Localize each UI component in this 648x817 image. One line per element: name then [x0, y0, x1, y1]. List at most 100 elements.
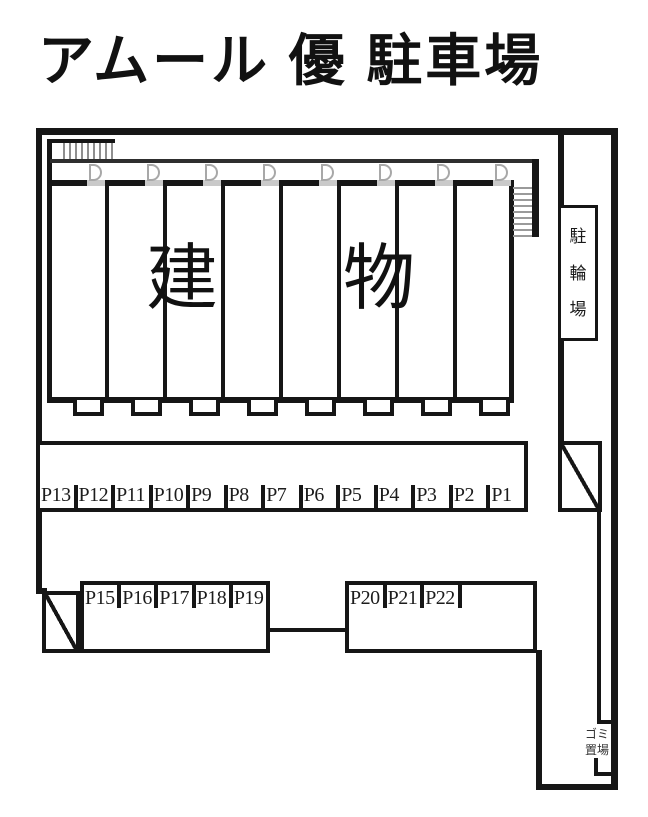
bicycle-parking-area: 駐 輪 場: [558, 205, 598, 341]
parking-spot-p12: P12: [78, 485, 116, 508]
site-wall-left: [36, 128, 42, 594]
unit-divider: [279, 180, 283, 403]
parking-row-2-right: P20 P21 P22: [345, 581, 537, 653]
spot-label: P21: [387, 587, 418, 609]
unit-divider: [163, 180, 167, 403]
parking-spot-p13: P13: [40, 485, 78, 508]
building-label-left: 建: [146, 239, 219, 319]
garbage-label-line1: ゴミ: [584, 727, 609, 741]
parking-row-1: P13 P12 P11 P10 P9 P8 P7 P6 P5 P4 P3 P2 …: [36, 441, 528, 512]
spot-label: P12: [78, 484, 109, 506]
crossed-out-space: [558, 441, 602, 512]
spot-label: P16: [122, 587, 152, 609]
door-opening: [261, 180, 279, 186]
parking-row-2-left: P15 P16 P17 P18 P19: [80, 581, 270, 653]
parking-spot-p18: P18: [196, 585, 233, 608]
spot-label: P17: [159, 587, 190, 609]
unit-divider: [337, 180, 341, 403]
parking-spot-p16: P16: [121, 585, 159, 609]
parking-spot-p2: P2: [453, 485, 491, 508]
spot-label: P11: [116, 484, 145, 506]
parking-spot-p9: P9: [190, 485, 228, 508]
parking-spot-p10: P10: [153, 485, 191, 508]
entrance-stoop: [73, 400, 104, 416]
door-swing-icon: [321, 164, 334, 181]
parking-spot-p6: P6: [303, 485, 341, 508]
parking-spot-p19: P19: [233, 585, 266, 608]
spot-label: P4: [378, 484, 400, 506]
spot-label: P1: [491, 484, 512, 506]
entrance-stoop: [247, 400, 278, 416]
entrance-stoop: [363, 400, 394, 416]
garbage-step-wall-v: [594, 758, 598, 776]
door-swing-icon: [379, 164, 392, 181]
parking-spot-p3: P3: [415, 485, 453, 508]
site-wall-left-step: [36, 588, 47, 594]
door-opening: [493, 180, 511, 186]
door-opening: [377, 180, 395, 186]
door-opening: [203, 180, 221, 186]
stairs-hatch-top-left: [63, 139, 115, 161]
parking-spot-p5: P5: [340, 485, 378, 508]
building-wall-right: [509, 180, 514, 403]
garbage-step-wall-h: [594, 772, 615, 776]
spot-label: P13: [41, 484, 71, 506]
spot-label: P6: [303, 484, 325, 506]
parking-spot-p15: P15: [84, 585, 122, 609]
parking-spot-p7: P7: [265, 485, 303, 508]
door-swing-icon: [205, 164, 218, 181]
spot-label: P9: [191, 484, 212, 506]
door-opening: [435, 180, 453, 186]
entrance-stoop: [479, 400, 510, 416]
door-opening: [87, 180, 105, 186]
spot-label: P15: [85, 587, 115, 609]
parking-spot-p17: P17: [158, 585, 196, 609]
door-swing-icon: [89, 164, 102, 181]
parking-spot-p8: P8: [228, 485, 266, 508]
site-wall-bottom: [536, 784, 618, 790]
bicycle-parking-char: 場: [569, 300, 587, 320]
entrance-stoop: [189, 400, 220, 416]
parking-spot-p21: P21: [387, 585, 425, 608]
door-swing-icon: [437, 164, 450, 181]
spot-label: P2: [453, 484, 475, 506]
stairs-hatch-right: [513, 183, 533, 237]
building-label-right: 物: [343, 239, 416, 319]
spot-label: P8: [228, 484, 250, 506]
spot-label: P10: [153, 484, 184, 506]
spot-label: P3: [416, 484, 437, 506]
entrance-stoop: [131, 400, 162, 416]
crossed-out-space: [42, 591, 80, 653]
spot-label: P22: [425, 587, 455, 609]
curb-line: [270, 628, 345, 632]
spot-label: P18: [196, 587, 227, 609]
page-title: アムール 優 駐車場: [38, 29, 544, 92]
spot-label: P7: [266, 484, 287, 506]
building-corridor-line: [50, 159, 537, 163]
garbage-area: ゴミ 置場: [579, 726, 615, 758]
site-wall-right: [611, 128, 618, 790]
parking-spot-p20: P20: [349, 585, 387, 608]
door-swing-icon: [495, 164, 508, 181]
parking-spot-p22: P22: [424, 585, 462, 608]
garbage-label-line2: 置場: [584, 743, 609, 758]
entrance-stoop: [305, 400, 336, 416]
parking-spot-p1: P1: [490, 485, 524, 508]
bicycle-parking-char: 駐: [569, 226, 587, 246]
unit-divider: [221, 180, 225, 403]
unit-divider: [395, 180, 399, 403]
unit-divider: [453, 180, 457, 403]
site-wall-top: [36, 128, 618, 135]
building-wall-left: [47, 139, 52, 403]
parking-spot-p11: P11: [115, 485, 153, 508]
door-opening: [145, 180, 163, 186]
garbage-corridor-wall: [597, 510, 601, 723]
driveway-wall-right: [536, 650, 542, 790]
bicycle-parking-char: 輪: [569, 263, 587, 283]
parking-spot-p4: P4: [378, 485, 416, 508]
garbage-corridor-cap: [597, 720, 615, 724]
spot-label: P19: [233, 587, 264, 609]
door-swing-icon: [263, 164, 276, 181]
unit-divider: [105, 180, 109, 403]
